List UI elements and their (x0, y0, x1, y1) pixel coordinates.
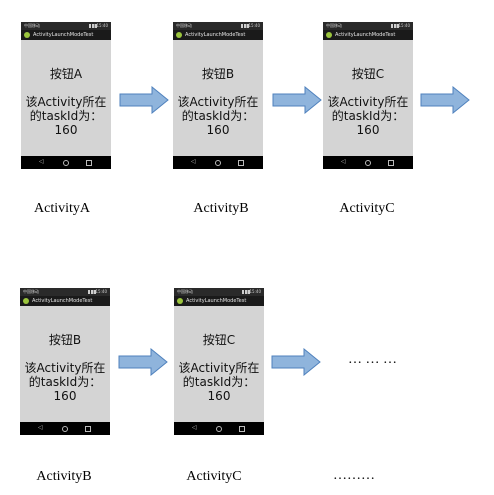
recents-icon[interactable] (86, 159, 92, 166)
clock-label: 15:40 (398, 23, 410, 28)
carrier-label: 中国移动 (326, 23, 342, 28)
screen-content: 按钮C 该Activity所在的taskId为：160 (323, 40, 413, 156)
screen-content: 按钮B 该Activity所在的taskId为：160 (173, 40, 263, 156)
activity-button[interactable]: 按钮B (201, 67, 235, 81)
nav-bar: ◁ (323, 156, 413, 169)
status-bar: 中国移动 15:40 (21, 22, 111, 30)
caption-ellipsis: ……… (333, 468, 375, 483)
back-icon[interactable]: ◁ (39, 158, 44, 165)
signal-icon (242, 290, 250, 294)
signal-icon (391, 24, 399, 28)
activity-button[interactable]: 按钮C (202, 333, 236, 347)
carrier-label: 中国移动 (24, 23, 40, 28)
arrow-right-icon (119, 86, 169, 114)
home-icon[interactable] (216, 425, 222, 432)
arrow-right-icon (271, 348, 321, 376)
task-id-text: 该Activity所在的taskId为：160 (327, 95, 409, 137)
phone-activity-b-2: 中国移动 15:40 ActivityLaunchModeTest 按钮B 该A… (20, 288, 110, 435)
carrier-label: 中国移动 (177, 289, 193, 294)
home-icon[interactable] (62, 425, 68, 432)
nav-bar: ◁ (20, 422, 110, 435)
recents-icon[interactable] (238, 159, 244, 166)
android-app-icon (177, 298, 183, 304)
arrow-right-icon (118, 348, 168, 376)
screen-content: 按钮B 该Activity所在的taskId为：160 (20, 306, 110, 422)
app-title: ActivityLaunchModeTest (32, 298, 93, 304)
screen-content: 按钮C 该Activity所在的taskId为：160 (174, 306, 264, 422)
status-bar: 中国移动 15:40 (323, 22, 413, 30)
task-id-text: 该Activity所在的taskId为：160 (178, 361, 260, 403)
caption-activity-c-2: ActivityC (186, 469, 242, 484)
status-bar: 中国移动 15:40 (173, 22, 263, 30)
clock-label: 15:40 (248, 23, 260, 28)
action-bar: ActivityLaunchModeTest (323, 30, 413, 40)
arrow-right-icon (272, 86, 322, 114)
continuation-ellipsis: … … … (348, 352, 397, 367)
caption-activity-c: ActivityC (339, 201, 395, 216)
clock-label: 15:40 (249, 289, 261, 294)
carrier-label: 中国移动 (176, 23, 192, 28)
screen-content: 按钮A 该Activity所在的taskId为：160 (21, 40, 111, 156)
back-icon[interactable]: ◁ (341, 158, 346, 165)
caption-activity-b-2: ActivityB (36, 469, 92, 484)
android-app-icon (326, 32, 332, 38)
recents-icon[interactable] (85, 425, 91, 432)
clock-label: 15:40 (95, 289, 107, 294)
android-app-icon (23, 298, 29, 304)
signal-icon (241, 24, 249, 28)
task-id-text: 该Activity所在的taskId为：160 (177, 95, 259, 137)
recents-icon[interactable] (388, 159, 394, 166)
action-bar: ActivityLaunchModeTest (21, 30, 111, 40)
clock-label: 15:40 (96, 23, 108, 28)
action-bar: ActivityLaunchModeTest (173, 30, 263, 40)
back-icon[interactable]: ◁ (38, 424, 43, 431)
signal-icon (88, 290, 96, 294)
home-icon[interactable] (215, 159, 221, 166)
action-bar: ActivityLaunchModeTest (174, 296, 264, 306)
android-app-icon (24, 32, 30, 38)
activity-button[interactable]: 按钮A (49, 67, 83, 81)
nav-bar: ◁ (21, 156, 111, 169)
home-icon[interactable] (63, 159, 69, 166)
app-title: ActivityLaunchModeTest (186, 298, 247, 304)
task-id-text: 该Activity所在的taskId为：160 (24, 361, 106, 403)
status-bar: 中国移动 15:40 (174, 288, 264, 296)
phone-activity-c: 中国移动 15:40 ActivityLaunchModeTest 按钮C 该A… (323, 22, 413, 169)
phone-activity-c-2: 中国移动 15:40 ActivityLaunchModeTest 按钮C 该A… (174, 288, 264, 435)
caption-activity-a: ActivityA (34, 201, 90, 216)
task-id-text: 该Activity所在的taskId为：160 (25, 95, 107, 137)
phone-activity-a: 中国移动 15:40 ActivityLaunchModeTest 按钮A 该A… (21, 22, 111, 169)
android-app-icon (176, 32, 182, 38)
app-title: ActivityLaunchModeTest (33, 32, 94, 38)
phone-activity-b: 中国移动 15:40 ActivityLaunchModeTest 按钮B 该A… (173, 22, 263, 169)
arrow-right-icon (420, 86, 470, 114)
caption-activity-b: ActivityB (193, 201, 249, 216)
nav-bar: ◁ (173, 156, 263, 169)
app-title: ActivityLaunchModeTest (185, 32, 246, 38)
activity-button[interactable]: 按钮B (48, 333, 82, 347)
back-icon[interactable]: ◁ (192, 424, 197, 431)
back-icon[interactable]: ◁ (191, 158, 196, 165)
signal-icon (89, 24, 97, 28)
carrier-label: 中国移动 (23, 289, 39, 294)
action-bar: ActivityLaunchModeTest (20, 296, 110, 306)
nav-bar: ◁ (174, 422, 264, 435)
home-icon[interactable] (365, 159, 371, 166)
status-bar: 中国移动 15:40 (20, 288, 110, 296)
recents-icon[interactable] (239, 425, 245, 432)
app-title: ActivityLaunchModeTest (335, 32, 396, 38)
activity-button[interactable]: 按钮C (351, 67, 385, 81)
